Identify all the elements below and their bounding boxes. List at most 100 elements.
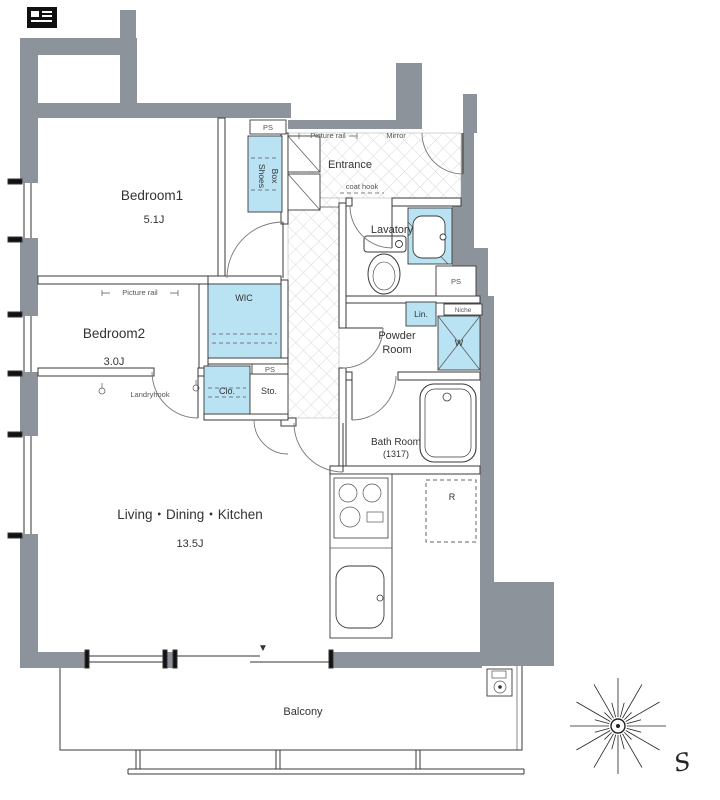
compass-rose xyxy=(570,678,666,774)
storage-box xyxy=(249,373,289,415)
closet-label: Clo. xyxy=(219,386,235,396)
wall-segment xyxy=(463,94,477,133)
wall-segment xyxy=(480,296,494,582)
wall-segment xyxy=(20,534,38,668)
wall-segment xyxy=(207,357,289,365)
powder-room-label-line2: Room xyxy=(382,344,411,356)
wall-segment xyxy=(207,275,282,285)
shoes-box-label-line1: Shoes xyxy=(257,164,267,188)
ps-label-mid: PS xyxy=(265,365,275,374)
refrigerator-space xyxy=(425,479,477,543)
window-bedroom1 xyxy=(7,178,32,243)
wall-segment xyxy=(120,55,137,105)
niche-box xyxy=(443,303,483,316)
labels: Bedroom1 5.1J Bedroom2 3.0J Living・Dinin… xyxy=(83,123,472,718)
picture-rail-marks-entrance xyxy=(298,133,358,139)
wash-basin xyxy=(407,207,453,265)
balcony xyxy=(59,666,525,775)
picture-rail-marks-bedroom2 xyxy=(101,290,179,296)
bedroom1-label: Bedroom1 xyxy=(121,188,183,203)
linen-label: Lin. xyxy=(414,309,428,319)
wall-segment xyxy=(480,582,554,666)
powder-room-door xyxy=(342,327,384,369)
ps-shaft-mid xyxy=(251,363,289,375)
laundry-hook-label: Landryhook xyxy=(130,390,169,399)
wall-segment xyxy=(476,266,488,296)
niche-label: Niche xyxy=(455,307,472,314)
wall-segment xyxy=(38,103,291,118)
shoes-box xyxy=(247,135,283,213)
ps-shaft-top xyxy=(249,119,287,135)
balcony-railing xyxy=(127,768,525,775)
washer-space xyxy=(437,315,481,371)
wall-segment xyxy=(20,38,137,55)
ps-label-top: PS xyxy=(263,123,273,132)
wall-segment xyxy=(461,133,474,203)
balcony-label: Balcony xyxy=(283,706,323,718)
wall-segment xyxy=(280,279,289,365)
fridge-label: R xyxy=(449,492,456,502)
wall-segment xyxy=(37,367,155,377)
compass-rays xyxy=(570,678,666,774)
kitchen-counter xyxy=(329,473,393,639)
ps-shaft-right xyxy=(435,265,477,297)
wall-segment xyxy=(120,10,136,38)
walk-in-closet xyxy=(207,283,282,359)
coat-hook-label: coat hook xyxy=(346,182,379,191)
picture-rail-label-bedroom2: Picture rail xyxy=(122,288,158,297)
bedroom2-door xyxy=(151,371,199,419)
window-ldk-bottom-small xyxy=(84,649,168,669)
entrance-door xyxy=(421,132,464,175)
wall-segment xyxy=(396,63,422,121)
washer-label: W xyxy=(455,338,464,348)
wall-segment xyxy=(288,120,422,129)
compass-dot xyxy=(616,724,620,728)
lavatory-label: Lavatory xyxy=(371,224,414,236)
window-ldk-side xyxy=(7,431,32,539)
shoes-box-label-line2: Box xyxy=(270,169,280,184)
wall-segment xyxy=(198,283,209,369)
stove xyxy=(333,477,389,539)
wall-segment xyxy=(20,238,38,316)
picture-rail-label-entrance: Picture rail xyxy=(310,131,346,140)
wall-segment xyxy=(452,248,488,266)
annotation-marks xyxy=(98,133,384,395)
interior-walls xyxy=(37,117,481,475)
windows xyxy=(7,178,334,669)
compass-letter: S xyxy=(671,747,693,778)
linen-shelf xyxy=(405,301,437,327)
powder-room-label-line1: Powder xyxy=(378,330,416,342)
toilet xyxy=(363,235,407,295)
bedroom1-door xyxy=(226,221,284,279)
wall-segment xyxy=(38,652,88,668)
bedroom2-label: Bedroom2 xyxy=(83,326,145,341)
balcony-partitions xyxy=(135,750,421,769)
mirror-label: Mirror xyxy=(386,131,406,140)
bedroom2-size: 3.0J xyxy=(104,356,125,368)
corridor-floor xyxy=(287,197,340,419)
entrance-label: Entrance xyxy=(328,159,372,171)
wall-segment xyxy=(20,372,38,436)
ldk-door xyxy=(293,422,344,473)
bathroom-label: Bath Room xyxy=(371,437,421,448)
doors xyxy=(151,132,464,473)
storage-door xyxy=(253,419,289,455)
wall-segment xyxy=(217,117,226,277)
wall-segment xyxy=(452,203,474,248)
wall-segment xyxy=(345,371,353,381)
wall-segment xyxy=(391,197,462,207)
exterior-walls xyxy=(20,10,554,668)
kitchen-sink xyxy=(335,565,385,629)
bathroom-size: (1317) xyxy=(383,449,409,459)
balcony-sliding-door xyxy=(172,649,334,669)
wall-segment xyxy=(338,202,347,329)
wall-segment xyxy=(20,38,38,183)
entrance-cabinet xyxy=(287,135,321,211)
laundry-hooks xyxy=(98,380,200,395)
wic-label: WIC xyxy=(235,293,253,303)
wall-segment xyxy=(345,197,353,207)
wall-segment xyxy=(332,652,482,668)
bedroom1-size: 5.1J xyxy=(144,214,165,226)
wall-segment xyxy=(203,413,289,421)
storage-label: Sto. xyxy=(261,386,277,396)
